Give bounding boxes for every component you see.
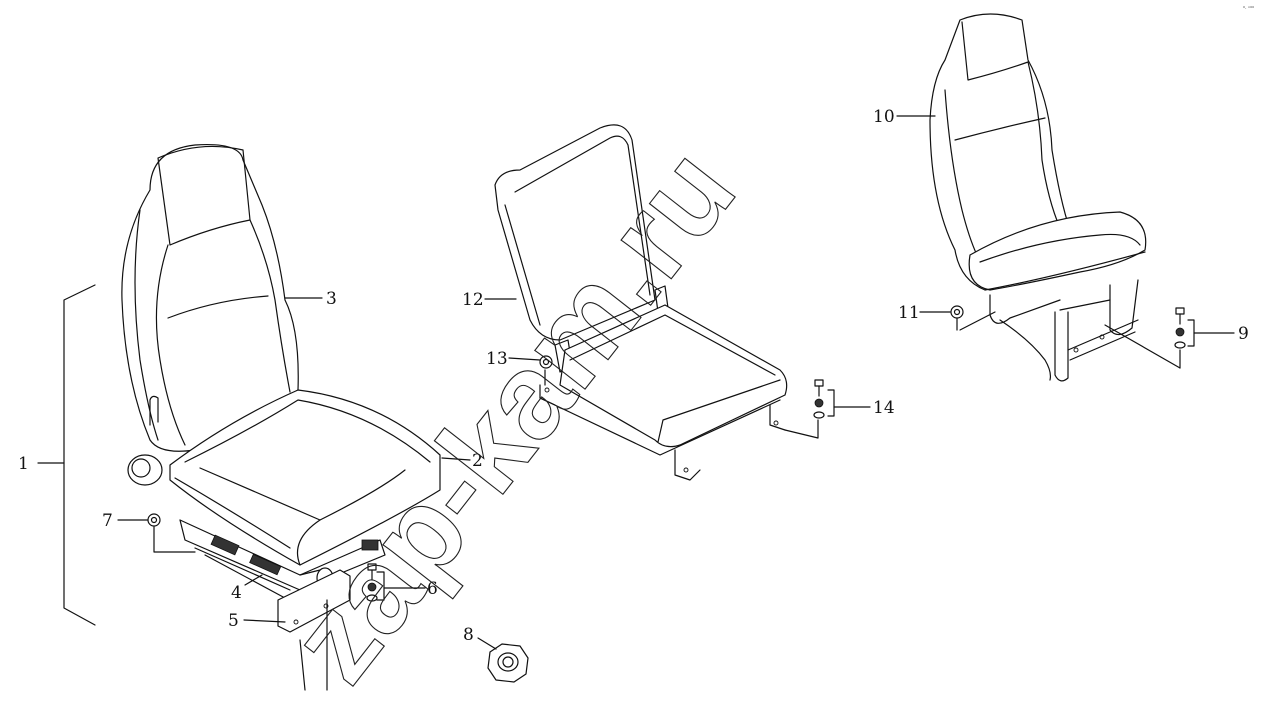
passenger-seat-drawing — [929, 13, 1181, 382]
callout-1: 1 — [18, 454, 29, 474]
nut-8-drawing — [487, 643, 529, 683]
callout-9: 9 — [1238, 324, 1249, 344]
nut-7-drawing — [147, 513, 196, 553]
nut-13-drawing — [539, 355, 553, 369]
bolt-stack-6-drawing — [366, 563, 385, 602]
leader-lines — [37, 115, 1235, 650]
callout-7: 7 — [102, 511, 113, 531]
callout-4: 4 — [231, 583, 242, 603]
callout-2: 2 — [472, 451, 483, 471]
corner-mark: ⁰· ⁿ⁰⁰ — [1243, 6, 1254, 12]
callout-labels: 1 2 3 4 5 6 7 8 9 10 11 12 13 14 — [18, 107, 1249, 645]
callout-6: 6 — [427, 579, 438, 599]
callout-10: 10 — [873, 107, 895, 127]
driver-seat-drawing — [121, 143, 441, 691]
callout-3: 3 — [326, 289, 337, 309]
callout-13: 13 — [486, 349, 508, 369]
callout-11: 11 — [898, 303, 920, 323]
folding-seat-drawing — [494, 124, 819, 481]
callout-8: 8 — [463, 625, 474, 645]
nut-11-drawing — [950, 305, 964, 331]
callout-5: 5 — [228, 611, 239, 631]
bolt-stack-9-drawing — [1174, 307, 1195, 349]
callout-14: 14 — [873, 398, 895, 418]
callout-12: 12 — [462, 290, 484, 310]
bolt-stack-14-drawing — [813, 379, 835, 419]
